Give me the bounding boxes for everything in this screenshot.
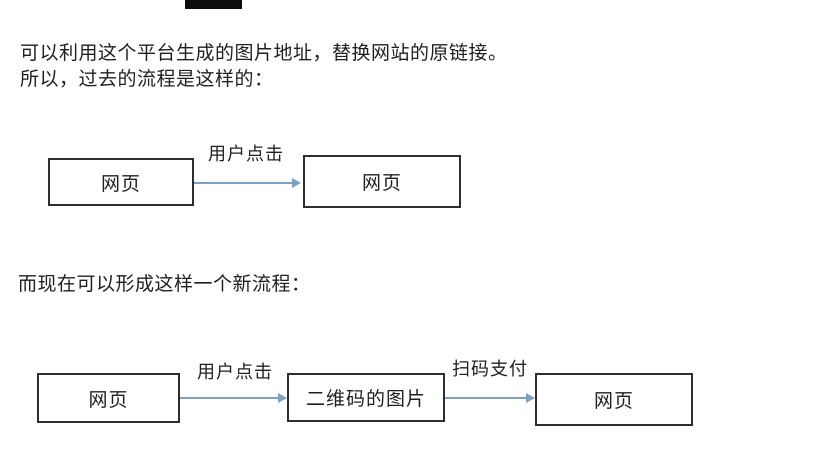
arrow-head-icon	[292, 178, 301, 188]
flow-new-edge-label-scan-pay: 扫码支付	[452, 359, 528, 379]
arrow-head-icon	[278, 393, 287, 403]
flow-old-arrow-shaft	[194, 182, 292, 184]
flow-new-arrow-shaft-2	[445, 397, 526, 399]
flow-new-node-webpage-2: 网页	[535, 373, 693, 426]
node-label: 网页	[88, 389, 129, 411]
flow-new-node-qrcode-image: 二维码的图片	[287, 373, 445, 422]
flow-old-node-webpage-1: 网页	[48, 158, 194, 206]
flow-new-node-webpage-1: 网页	[37, 373, 180, 423]
node-label: 网页	[593, 391, 634, 412]
node-label: 网页	[361, 173, 402, 194]
flow-new-edge-label-user-click: 用户点击	[197, 362, 273, 382]
intro-line-1: 可以利用这个平台生成的图片地址，替换网站的原链接。	[20, 43, 508, 64]
node-label: 二维码的图片	[305, 389, 426, 410]
arrow-head-icon	[526, 393, 535, 403]
flow-old-edge-label-user-click: 用户点击	[208, 144, 284, 164]
section-paragraph: 而现在可以形成这样一个新流程：	[18, 274, 311, 295]
intro-paragraph: 可以利用这个平台生成的图片地址，替换网站的原链接。 所以，过去的流程是这样的：	[20, 41, 508, 93]
intro-line-2: 所以，过去的流程是这样的：	[20, 69, 274, 90]
flow-new-arrow-shaft-1	[180, 397, 278, 399]
cropped-top-element	[185, 0, 242, 9]
flow-old-node-webpage-2: 网页	[303, 155, 461, 208]
node-label: 网页	[100, 173, 141, 195]
